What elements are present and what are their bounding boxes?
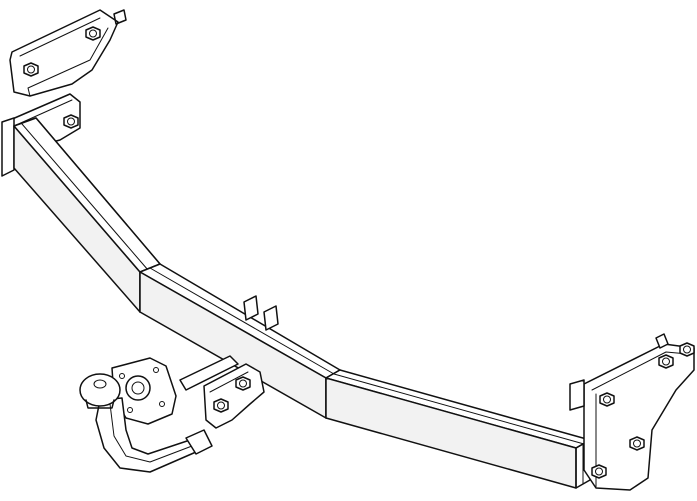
bolt-nut [680,343,694,356]
bolt-nut [236,377,250,390]
tow-ball-neck [96,398,212,472]
right-mounting-bracket [570,334,694,490]
left-bracket-bolts [24,27,100,128]
bolt-nut [64,115,78,128]
bolt-nut [86,27,100,40]
bolt-nut [592,465,606,478]
bolt-nut [24,63,38,76]
main-crossbar [14,118,590,488]
bolt-nut [630,437,644,450]
tow-ball [80,374,120,408]
bolt-nut [214,399,228,412]
bolt-nut [600,393,614,406]
ball-holder-plate [180,356,264,428]
bolt-nut [659,355,673,368]
center-mount-tabs [244,296,278,330]
right-bracket-bolts [592,343,694,478]
socket-plate [112,358,176,424]
